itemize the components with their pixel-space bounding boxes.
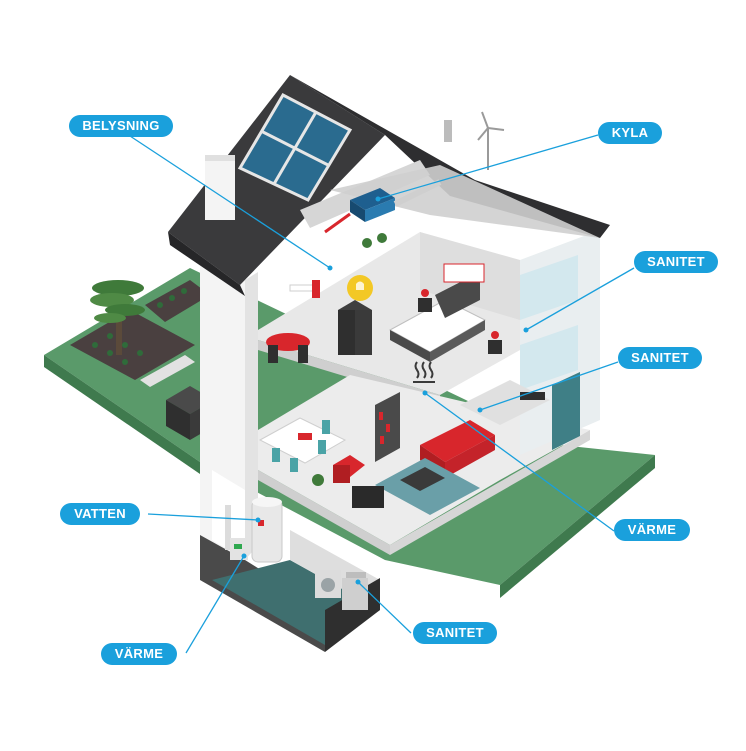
leader-lines xyxy=(129,134,635,654)
ventilation-unit xyxy=(324,179,442,234)
label-vatten: VATTEN xyxy=(60,503,140,525)
label-sanitet-top: SANITET xyxy=(634,251,718,273)
garden-plants xyxy=(92,288,187,365)
window-lower xyxy=(520,325,578,390)
garden xyxy=(70,280,210,387)
label-sanitet-mid: SANITET xyxy=(618,347,702,369)
tree-icon xyxy=(90,280,145,355)
leader-dots xyxy=(241,196,529,585)
label-belysning: BELYSNING xyxy=(69,115,173,137)
label-kyla: KYLA xyxy=(598,122,662,144)
heat-waves-icon xyxy=(413,361,435,383)
water-heater-icon xyxy=(225,497,283,563)
light-bulb-icon xyxy=(347,275,373,301)
wind-turbine-icon xyxy=(477,111,505,170)
upper-furniture xyxy=(266,233,502,363)
basement xyxy=(200,470,380,652)
label-varme-left: VÄRME xyxy=(101,643,177,665)
window-upper xyxy=(520,255,578,320)
ground-furniture xyxy=(258,372,580,515)
solar-panel-icon xyxy=(237,93,353,202)
label-sanitet-bottom: SANITET xyxy=(413,622,497,644)
label-varme-right: VÄRME xyxy=(614,519,690,541)
